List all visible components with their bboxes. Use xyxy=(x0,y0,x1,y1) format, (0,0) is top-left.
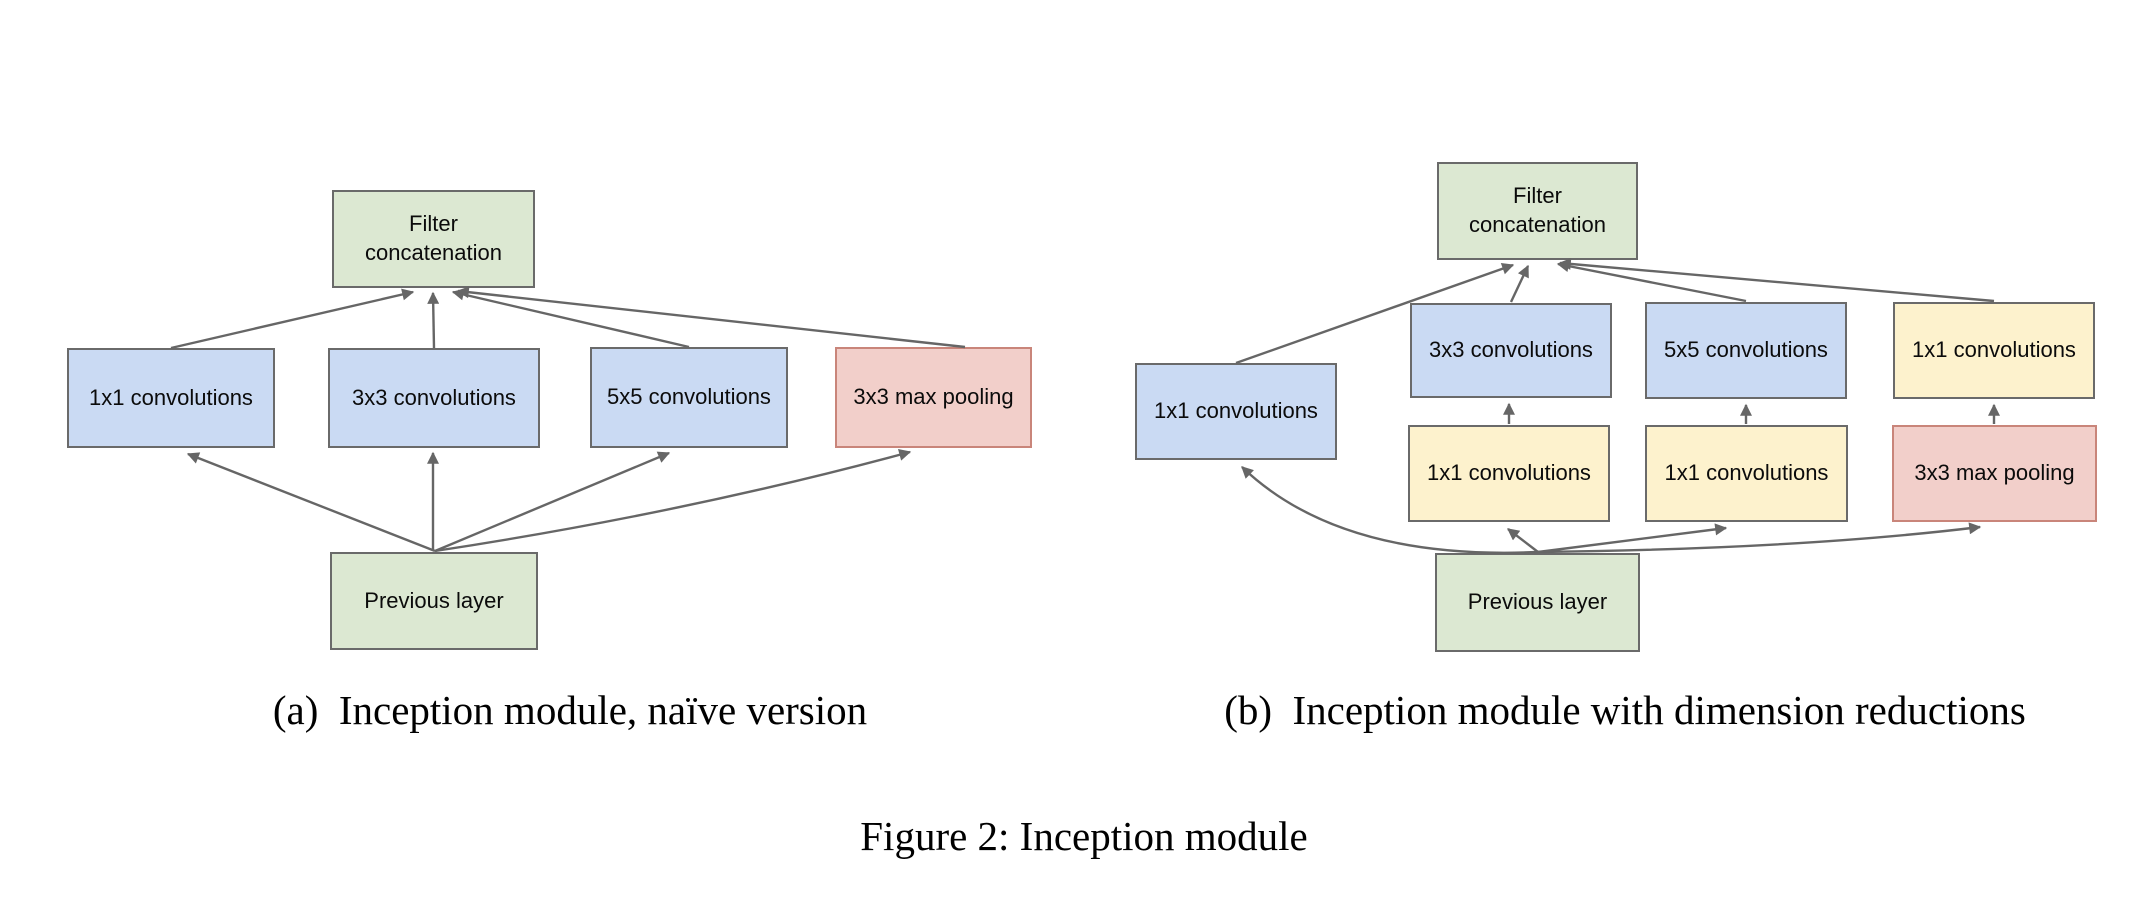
diagram-a-conv-3x3-box: 3x3 convolutions xyxy=(328,348,540,448)
diagram-b-arrows xyxy=(1235,257,2000,554)
diagram-b-previous-layer-box: Previous layer xyxy=(1435,553,1640,652)
diagram-b-conv-1x1-left-box: 1x1 convolutions xyxy=(1135,363,1337,460)
diagram-b-conv-1x1-reduce-3x3-box: 1x1 convolutions xyxy=(1408,425,1610,522)
diagram-a-previous-layer-box: Previous layer xyxy=(330,552,538,650)
diagram-b-conv-1x1-right-box: 1x1 convolutions xyxy=(1893,302,2095,399)
diagram-a-conv-5x5-box: 5x5 convolutions xyxy=(590,347,788,448)
diagram-a-max-pooling-box: 3x3 max pooling xyxy=(835,347,1032,448)
diagram-b-conv-3x3-box: 3x3 convolutions xyxy=(1410,303,1612,398)
diagram-a-filter-concatenation-box: Filter concatenation xyxy=(332,190,535,288)
diagram-b-conv-5x5-box: 5x5 convolutions xyxy=(1645,302,1847,399)
diagram-a-conv-1x1-box: 1x1 convolutions xyxy=(67,348,275,448)
figure-caption: Figure 2: Inception module xyxy=(860,813,1308,859)
diagram-b-filter-concatenation-box: Filter concatenation xyxy=(1437,162,1638,260)
subcaption-b: (b) Inception module with dimension redu… xyxy=(1224,687,2026,733)
diagram-b-conv-1x1-reduce-5x5-box: 1x1 convolutions xyxy=(1645,425,1848,522)
subcaption-a: (a) Inception module, naïve version xyxy=(272,687,868,733)
diagram-b-max-pooling-box: 3x3 max pooling xyxy=(1892,425,2097,522)
